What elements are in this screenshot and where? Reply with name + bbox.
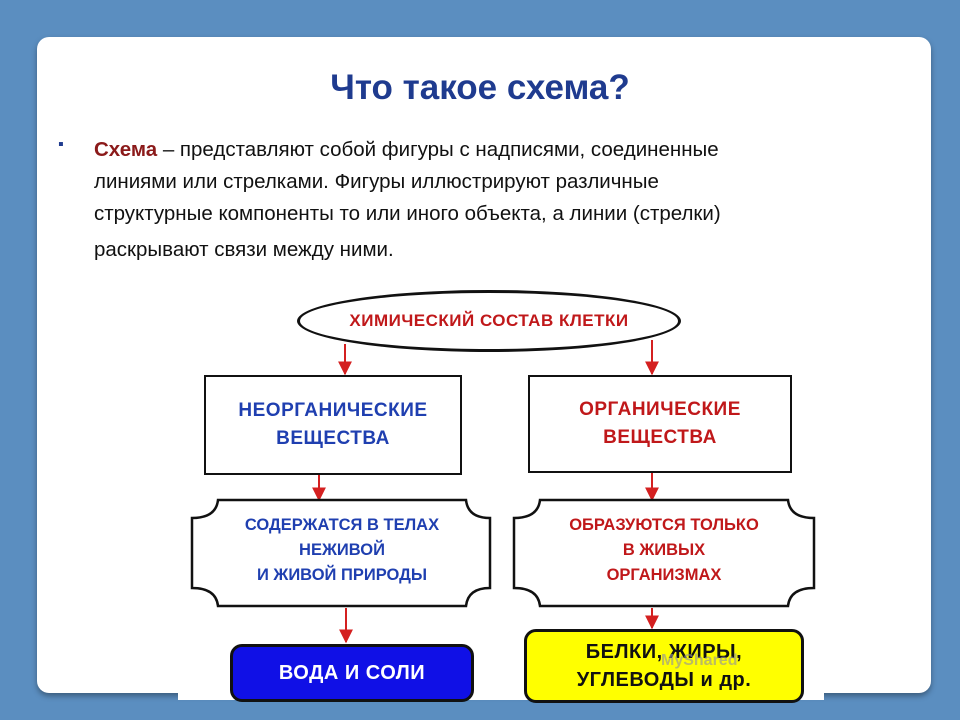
inorganic-note-line-1: СОДЕРЖАТСЯ В ТЕЛАХ [244, 515, 440, 534]
definition-line-2: линиями или стрелками. Фигуры иллюстриру… [94, 170, 659, 193]
inorganic-note-line-2: НЕЖИВОЙ [299, 540, 385, 559]
definition-line-4: раскрывают связи между ними. [94, 238, 394, 261]
organic-note-line-2: В ЖИВЫХ [622, 540, 706, 559]
organic-line-2: ВЕЩЕСТВА [603, 427, 717, 448]
inorganic-line-1: НЕОРГАНИЧЕСКИЕ [238, 400, 428, 421]
inorganic-note: СОДЕРЖАТСЯ В ТЕЛАХ НЕЖИВОЙ И ЖИВОЙ ПРИРО… [192, 496, 492, 604]
organic-note-line-3: ОРГАНИЗМАХ [606, 565, 722, 584]
definition-line-1: – представляют собой фигуры с надписями,… [157, 138, 719, 161]
connector-layer [190, 340, 816, 644]
watermark-text: MyShared [661, 652, 738, 669]
scroll-frame-left [190, 498, 492, 608]
organics-leaf-line-2: УГЛЕВОДЫ и др. [576, 669, 752, 691]
organics-leaf-line-1: БЕЛКИ, ЖИРЫ, [585, 641, 743, 663]
scroll-frame-right [512, 498, 816, 608]
organic-line-1: ОРГАНИЧЕСКИЕ [579, 399, 741, 420]
definition-line-3: структурные компоненты то или иного объе… [94, 202, 721, 225]
bullet-marker: ▪ [58, 136, 64, 153]
proteins-fats-carbs-box: БЕЛКИ, ЖИРЫ, УГЛЕВОДЫ и др. [524, 629, 804, 703]
inorganic-line-2: ВЕЩЕСТВА [276, 428, 390, 449]
organic-note-line-1: ОБРАЗУЮТСЯ ТОЛЬКО [569, 515, 759, 534]
definition-paragraph: Схема – представляют собой фигуры с надп… [94, 134, 934, 266]
inorganic-note-line-3: И ЖИВОЙ ПРИРОДЫ [256, 565, 428, 584]
definition-term: Схема [94, 138, 158, 161]
organic-note: ОБРАЗУЮТСЯ ТОЛЬКО В ЖИВЫХ ОРГАНИЗМАХ [514, 496, 814, 604]
root-node-ellipse: ХИМИЧЕСКИЙ СОСТАВ КЛЕТКИ [297, 290, 681, 352]
organic-substances-box: ОРГАНИЧЕСКИЕ ВЕЩЕСТВА [528, 375, 792, 473]
water-and-salts-box: ВОДА И СОЛИ [230, 644, 474, 702]
slide-title: Что такое схема? [330, 68, 630, 107]
inorganic-substances-box: НЕОРГАНИЧЕСКИЕ ВЕЩЕСТВА [204, 375, 462, 475]
cell-composition-diagram: ХИМИЧЕСКИЙ СОСТАВ КЛЕТКИ НЕОРГАНИЧЕСКИЕ … [178, 286, 824, 703]
